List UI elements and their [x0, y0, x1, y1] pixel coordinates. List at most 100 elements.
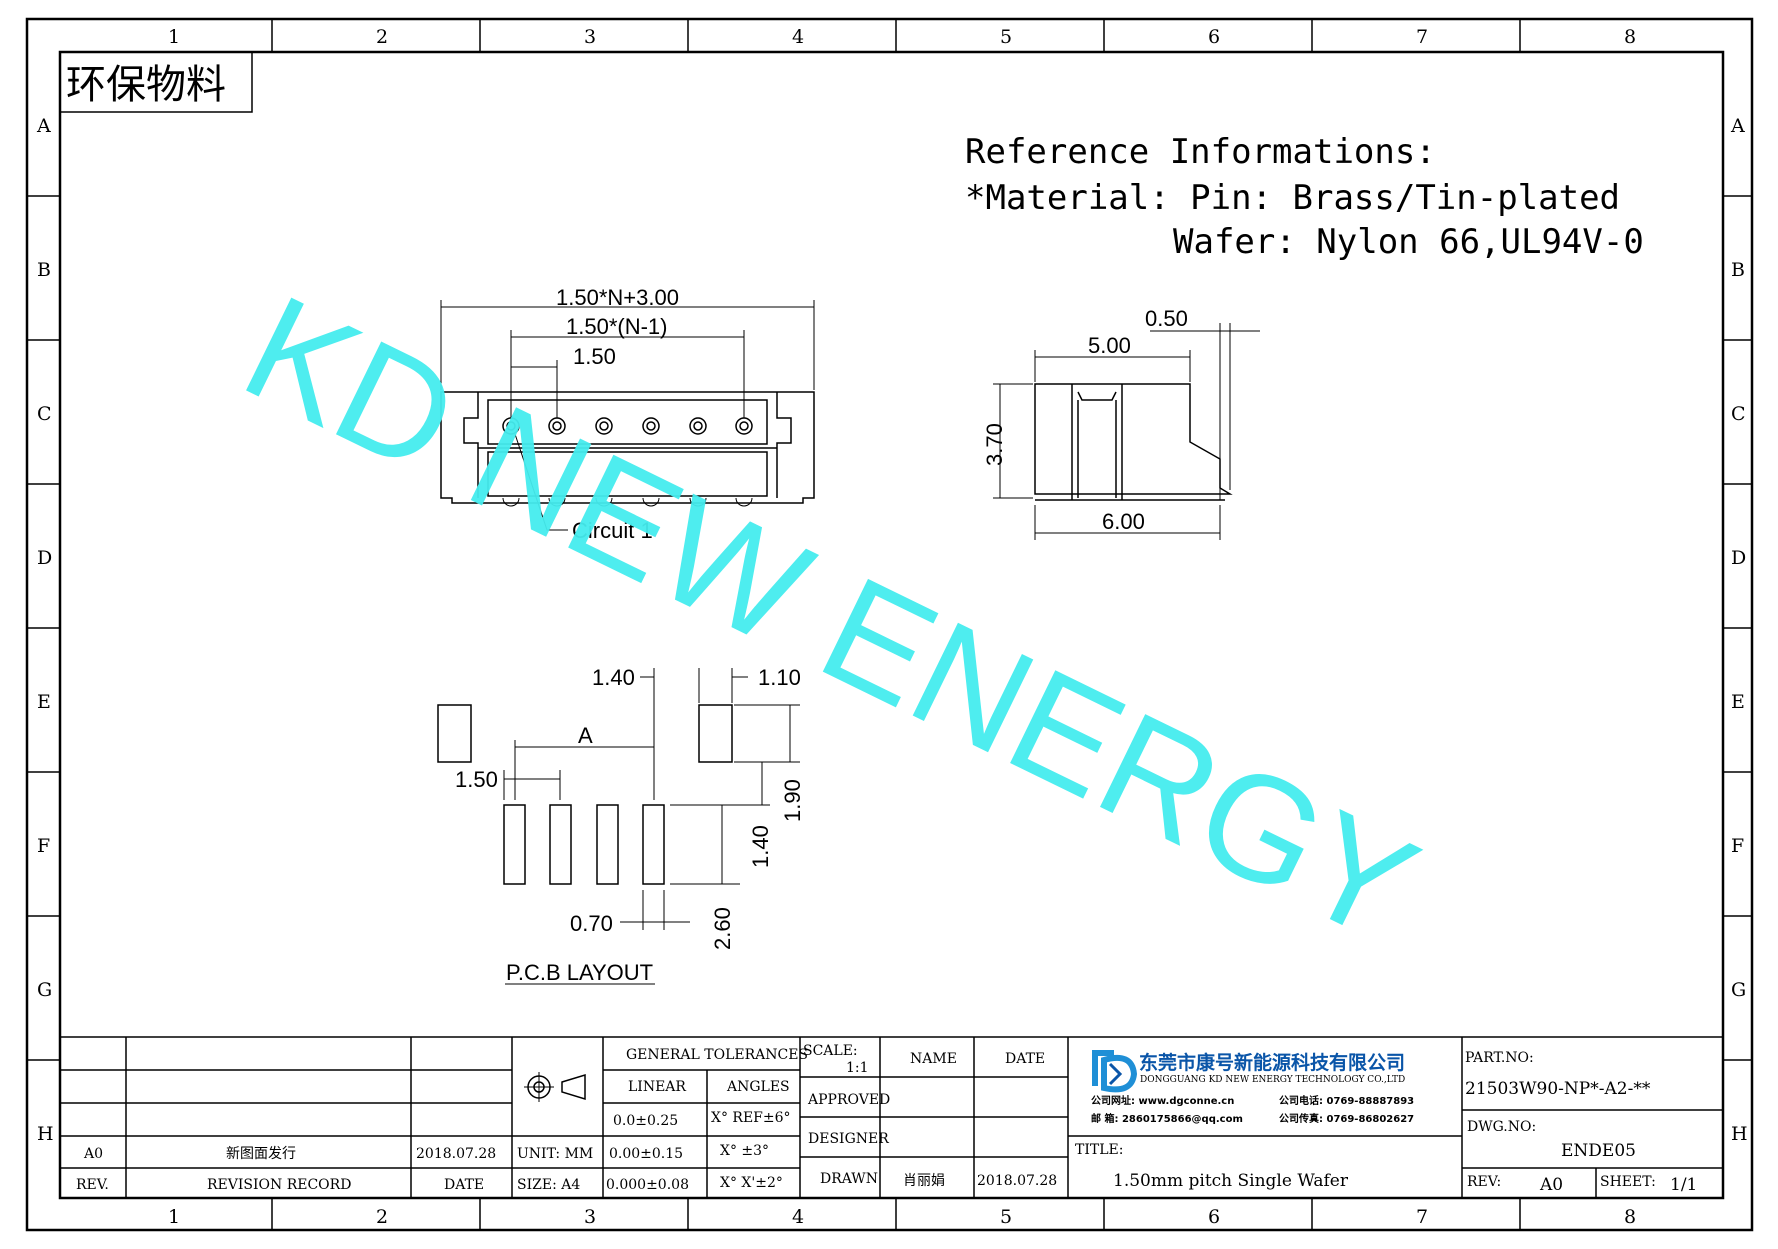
dim-overall-width: 1.50*N+3.00 — [556, 285, 679, 310]
rev-label: REV: — [1467, 1174, 1501, 1190]
dim-5-00: 5.00 — [1088, 333, 1131, 358]
zone-row-c: C — [37, 403, 52, 425]
designer-label: DESIGNER — [808, 1131, 889, 1147]
front-right-ear — [776, 392, 792, 498]
company-name-en: DONGGUANG KD NEW ENERGY TECHNOLOGY CO.,L… — [1140, 1075, 1405, 1085]
zone-col-5: 5 — [1000, 26, 1012, 48]
linear-label: LINEAR — [628, 1079, 686, 1095]
zone-col-7: 7 — [1416, 26, 1428, 48]
dim-1-90: 1.90 — [780, 779, 805, 822]
zone-col-8-bottom: 8 — [1624, 1206, 1636, 1228]
zone-row-e-right: E — [1731, 691, 1745, 713]
zone-row-a: A — [36, 115, 51, 137]
eco-label: 环保物料 — [66, 62, 226, 108]
date-header: DATE — [1005, 1051, 1045, 1067]
zone-row-b: B — [37, 259, 51, 281]
dim-pitch: 1.50 — [573, 344, 616, 369]
drawing-title: 1.50mm pitch Single Wafer — [1113, 1171, 1349, 1191]
side-body-outline — [1034, 383, 1233, 495]
size-label: SIZE: A4 — [517, 1177, 580, 1193]
circuit-1-label: Circuit 1 — [572, 518, 653, 543]
tolerance-3: 0.000±0.08 — [606, 1177, 689, 1193]
pcb-pad-4 — [642, 804, 665, 885]
pin-3 — [595, 417, 613, 507]
dim-1-40-side: 1.40 — [748, 825, 773, 868]
company-phone: 公司电话: 0769-88887893 — [1279, 1094, 1414, 1107]
dwg-no-value: ENDE05 — [1561, 1141, 1636, 1161]
dim-1-40-top: 1.40 — [592, 665, 635, 690]
side-slot-notch — [1077, 391, 1117, 401]
sheet-value: 1/1 — [1670, 1175, 1697, 1195]
title-block-grid — [60, 1036, 1723, 1198]
part-no-value: 21503W90-NP*-A2-** — [1465, 1079, 1651, 1099]
dim-A: A — [578, 723, 593, 748]
pin-5 — [689, 417, 707, 507]
scale-label: SCALE: — [803, 1043, 858, 1059]
outer-border — [25, 17, 1754, 1232]
pcb-pad-2 — [549, 804, 572, 885]
company-email: 邮 箱: 2860175866@qq.com — [1091, 1112, 1243, 1125]
angle-tolerance-3: X° X'±2° — [720, 1175, 783, 1191]
zone-row-d-right: D — [1731, 547, 1746, 569]
zone-col-6: 6 — [1208, 26, 1220, 48]
title-block: A0 新图面发行 2018.07.28 REV. REVISION RECORD… — [60, 1036, 1723, 1198]
header-rev: REV. — [76, 1177, 109, 1193]
pcb-pad-1 — [503, 804, 526, 885]
dwg-no-label: DWG.NO: — [1467, 1119, 1536, 1135]
reference-wafer: Wafer: Nylon 66,UL94V-0 — [1173, 222, 1644, 262]
side-view: 0.50 5.00 3.70 6.00 — [982, 306, 1260, 540]
zone-row-d: D — [37, 547, 52, 569]
zone-col-4-bottom: 4 — [792, 1206, 804, 1228]
zone-col-8: 8 — [1624, 26, 1636, 48]
zone-col-3: 3 — [584, 26, 596, 48]
zone-row-h-right: H — [1731, 1123, 1748, 1145]
rev-value: A0 — [1539, 1175, 1563, 1195]
front-pins — [502, 417, 753, 507]
reference-info: Reference Informations: *Material: Pin: … — [965, 132, 1644, 262]
zone-row-h: H — [37, 1123, 54, 1145]
zone-row-b-right: B — [1731, 259, 1745, 281]
inner-border — [58, 50, 1725, 1200]
side-dimension-lines — [993, 330, 1260, 540]
zone-col-5-bottom: 5 — [1000, 1206, 1012, 1228]
dim-pin-span: 1.50*(N-1) — [566, 314, 667, 339]
zone-col-labels-top: 1 2 3 4 5 6 7 8 — [168, 26, 1636, 48]
zone-row-a-right: A — [1730, 115, 1745, 137]
header-date: DATE — [444, 1177, 484, 1193]
dim-6-00: 6.00 — [1102, 509, 1145, 534]
company-fax: 公司传真: 0769-86802627 — [1279, 1112, 1414, 1125]
zone-col-6-bottom: 6 — [1208, 1206, 1220, 1228]
company-logo-icon — [1092, 1050, 1138, 1093]
rev-row-record: 新图面发行 — [226, 1146, 296, 1162]
angles-label: ANGLES — [726, 1079, 790, 1095]
zone-row-g: G — [37, 979, 52, 1001]
title-label: TITLE: — [1075, 1142, 1123, 1158]
tolerance-2: 0.00±0.15 — [609, 1146, 683, 1162]
rev-row-rev: A0 — [83, 1146, 103, 1162]
general-tolerances-label: GENERAL TOLERANCES — [626, 1047, 808, 1063]
zone-row-g-right: G — [1731, 979, 1746, 1001]
pcb-pad-3 — [596, 804, 619, 885]
dim-3-70: 3.70 — [982, 423, 1007, 466]
watermark-text: KD NEW ENERGY — [221, 263, 1441, 973]
drawn-date: 2018.07.28 — [977, 1173, 1057, 1189]
dim-1-50: 1.50 — [455, 767, 498, 792]
company-website: 公司网址: www.dgconne.cn — [1091, 1094, 1234, 1107]
zone-row-f: F — [37, 835, 50, 857]
pcb-dimension-lines — [503, 668, 800, 985]
angle-tolerance-1: X° REF±6° — [711, 1110, 791, 1126]
sheet-label: SHEET: — [1600, 1174, 1656, 1190]
name-header: NAME — [910, 1051, 957, 1067]
part-no-label: PART.NO: — [1465, 1050, 1534, 1066]
zone-row-c-right: C — [1731, 403, 1746, 425]
drawn-name: 肖丽娟 — [903, 1173, 945, 1189]
eco-label-box — [59, 51, 253, 113]
zone-row-f-right: F — [1731, 835, 1744, 857]
pcb-layout: 1.40 1.10 A 1.50 1.90 1.40 0.70 2.60 P.C… — [437, 665, 805, 985]
zone-col-2-bottom: 2 — [376, 1206, 388, 1228]
rev-row-date: 2018.07.28 — [416, 1146, 496, 1162]
zone-col-1-bottom: 1 — [168, 1206, 180, 1228]
dim-0-70: 0.70 — [570, 911, 613, 936]
zone-row-labels-left: A B C D E F G H — [36, 115, 54, 1145]
